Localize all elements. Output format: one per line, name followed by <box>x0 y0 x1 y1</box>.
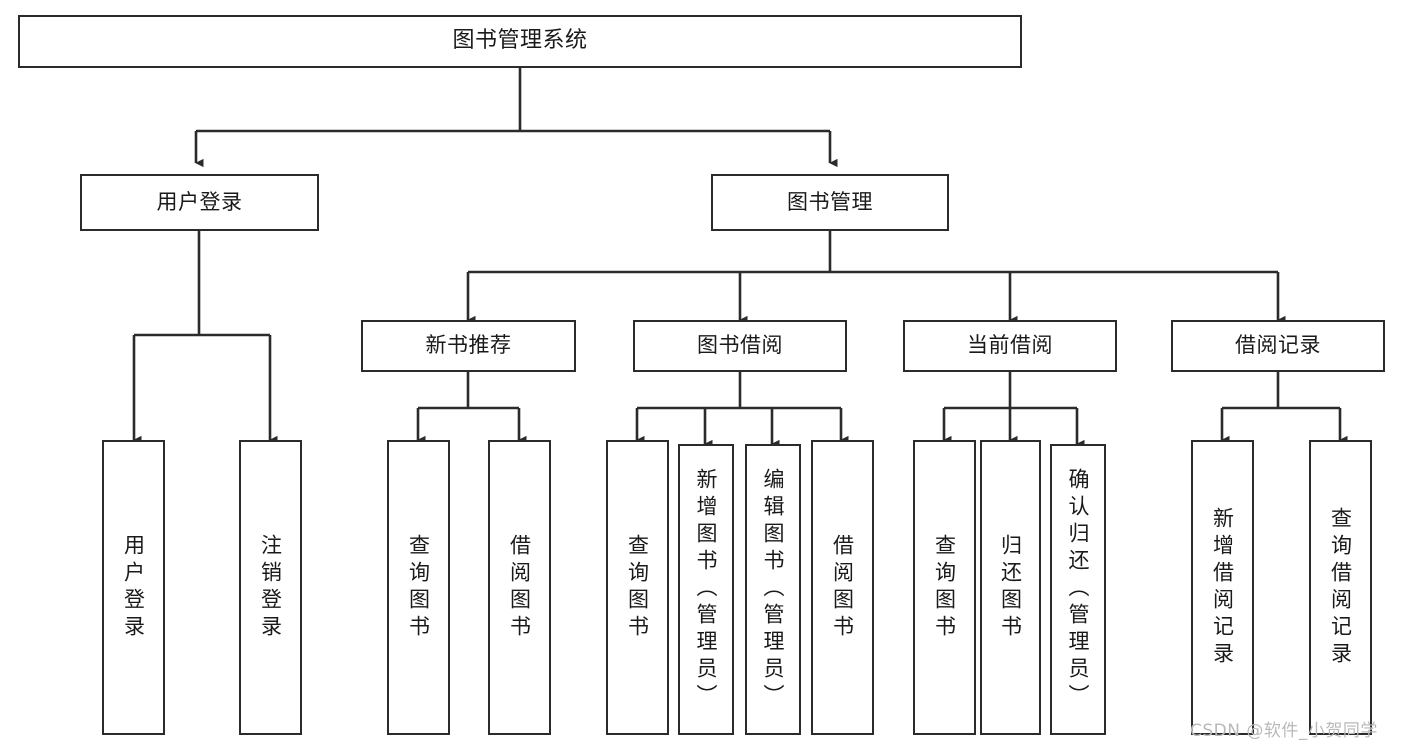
leaf-record-query-record[interactable]: 查询借阅记录 <box>1309 440 1372 735</box>
leaf-new-book-query[interactable]: 查询图书 <box>387 440 450 735</box>
leaf-current-confirm-return-admin[interactable]: 确认归还（管理员） <box>1050 444 1106 735</box>
node-new-book-recommend[interactable]: 新书推荐 <box>361 320 576 372</box>
leaf-borrow-edit-book-admin[interactable]: 编辑图书（管理员） <box>745 444 801 735</box>
node-book-borrow[interactable]: 图书借阅 <box>633 320 847 372</box>
leaf-borrow-query-book[interactable]: 查询图书 <box>606 440 669 735</box>
leaf-current-return-book[interactable]: 归还图书 <box>980 440 1041 735</box>
leaf-user-login-signin[interactable]: 用户登录 <box>102 440 165 735</box>
leaf-borrow-add-book-admin[interactable]: 新增图书（管理员） <box>678 444 734 735</box>
node-borrow-record[interactable]: 借阅记录 <box>1171 320 1385 372</box>
node-user-login[interactable]: 用户登录 <box>80 174 319 231</box>
leaf-borrow-borrow-book[interactable]: 借阅图书 <box>811 440 874 735</box>
node-book-management[interactable]: 图书管理 <box>711 174 949 231</box>
leaf-user-login-signout[interactable]: 注销登录 <box>239 440 302 735</box>
node-root-system[interactable]: 图书管理系统 <box>18 15 1022 68</box>
leaf-current-query-book[interactable]: 查询图书 <box>913 440 976 735</box>
leaf-record-add-record[interactable]: 新增借阅记录 <box>1191 440 1254 735</box>
csdn-watermark: CSDN @软件_小贺同学 <box>1190 721 1378 741</box>
leaf-new-book-borrow[interactable]: 借阅图书 <box>488 440 551 735</box>
node-current-borrow[interactable]: 当前借阅 <box>903 320 1117 372</box>
